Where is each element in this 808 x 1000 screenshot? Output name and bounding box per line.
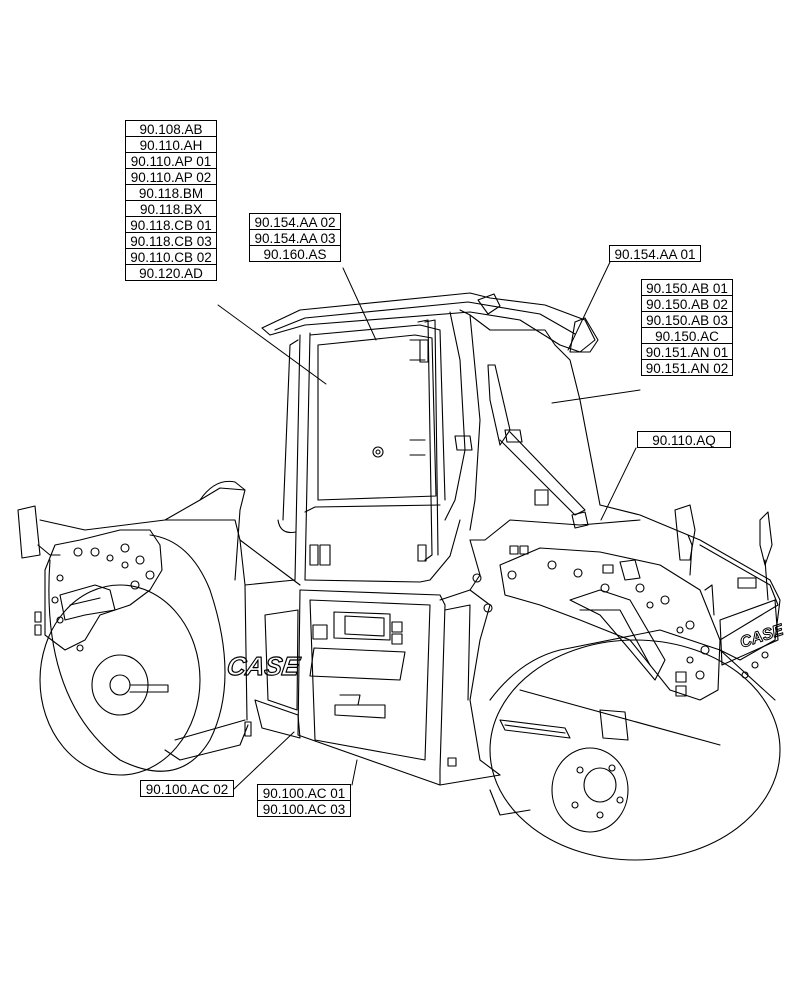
callout-label-rear-4[interactable]: 90.151.AN 01 bbox=[641, 343, 733, 360]
callout-group-aq: 90.110.AQ bbox=[637, 431, 731, 448]
rear-drum bbox=[489, 629, 781, 861]
callout-label-left-0[interactable]: 90.108.AB bbox=[125, 120, 217, 137]
callout-label-step-0[interactable]: 90.100.AC 01 bbox=[257, 784, 351, 801]
callout-label-rear-5[interactable]: 90.151.AN 02 bbox=[641, 359, 733, 376]
callout-label-rear-1[interactable]: 90.150.AB 02 bbox=[641, 295, 733, 312]
callout-group-left: 90.108.AB 90.110.AH 90.110.AP 01 90.110.… bbox=[125, 120, 217, 281]
callout-label-door-1[interactable]: 90.154.AA 03 bbox=[249, 229, 341, 246]
callout-group-front-drum: 90.100.AC 02 bbox=[140, 780, 234, 797]
front-side-plate bbox=[34, 529, 163, 652]
callout-label-left-8[interactable]: 90.110.CB 02 bbox=[125, 248, 217, 265]
callout-label-door-2[interactable]: 90.160.AS bbox=[249, 245, 341, 262]
callout-label-left-6[interactable]: 90.118.CB 01 bbox=[125, 216, 217, 233]
front-drum bbox=[39, 534, 252, 776]
callout-group-step: 90.100.AC 01 90.100.AC 03 bbox=[257, 784, 351, 817]
machine-body bbox=[39, 480, 641, 816]
svg-text:CASE: CASE bbox=[225, 651, 303, 681]
callout-label-left-3[interactable]: 90.110.AP 02 bbox=[125, 168, 217, 185]
callout-label-left-7[interactable]: 90.118.CB 03 bbox=[125, 232, 217, 249]
callout-label-left-1[interactable]: 90.110.AH bbox=[125, 136, 217, 153]
callout-label-left-2[interactable]: 90.110.AP 01 bbox=[125, 152, 217, 169]
front-mirror bbox=[17, 505, 61, 559]
rear-side-plate bbox=[499, 545, 721, 701]
case-logo-body: CASE bbox=[225, 647, 406, 682]
callout-label-rear-3[interactable]: 90.150.AC bbox=[641, 327, 733, 344]
callout-label-left-5[interactable]: 90.118.BX bbox=[125, 200, 217, 217]
callout-label-door-0[interactable]: 90.154.AA 02 bbox=[249, 213, 341, 230]
callout-label-rear-2[interactable]: 90.150.AB 03 bbox=[641, 311, 733, 328]
callout-group-rear: 90.150.AB 01 90.150.AB 02 90.150.AB 03 9… bbox=[641, 279, 733, 376]
callout-label-rear-0[interactable]: 90.150.AB 01 bbox=[641, 279, 733, 296]
callout-group-roof: 90.154.AA 01 bbox=[609, 245, 701, 262]
callout-group-door: 90.154.AA 02 90.154.AA 03 90.160.AS bbox=[249, 213, 341, 262]
rear-hood: CASE bbox=[599, 504, 787, 679]
callout-label-left-9[interactable]: 90.120.AD bbox=[125, 264, 217, 281]
leader-lines bbox=[217, 261, 641, 790]
callout-label-step-1[interactable]: 90.100.AC 03 bbox=[257, 800, 351, 817]
cab-roof bbox=[261, 292, 599, 353]
callout-label-front-0[interactable]: 90.100.AC 02 bbox=[140, 780, 234, 797]
callout-label-left-4[interactable]: 90.118.BM bbox=[125, 184, 217, 201]
callout-label-roof-0[interactable]: 90.154.AA 01 bbox=[609, 245, 701, 262]
callout-label-aq-0[interactable]: 90.110.AQ bbox=[637, 431, 731, 448]
cab bbox=[277, 309, 601, 583]
